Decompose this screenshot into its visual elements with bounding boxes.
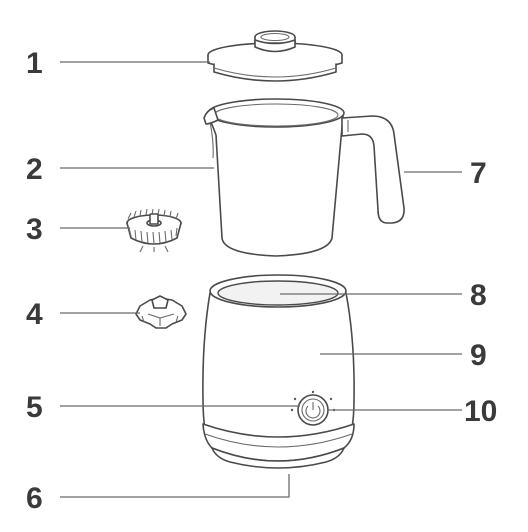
callout-10: 10 bbox=[464, 395, 497, 428]
callout-3: 3 bbox=[26, 213, 43, 246]
leader-6 bbox=[60, 474, 290, 498]
callout-5: 5 bbox=[26, 391, 43, 424]
power-button bbox=[290, 390, 336, 426]
callout-1: 1 bbox=[26, 47, 43, 80]
callout-6: 6 bbox=[26, 482, 43, 515]
callout-4: 4 bbox=[26, 298, 43, 331]
base-unit bbox=[202, 274, 355, 469]
agitator-disc bbox=[135, 295, 187, 329]
milk-jug bbox=[203, 98, 405, 257]
whisk-coil bbox=[126, 208, 182, 253]
lid bbox=[207, 30, 343, 82]
callout-9: 9 bbox=[470, 339, 487, 372]
callout-8: 8 bbox=[470, 279, 487, 312]
callout-2: 2 bbox=[26, 153, 43, 186]
callout-7: 7 bbox=[470, 157, 487, 190]
